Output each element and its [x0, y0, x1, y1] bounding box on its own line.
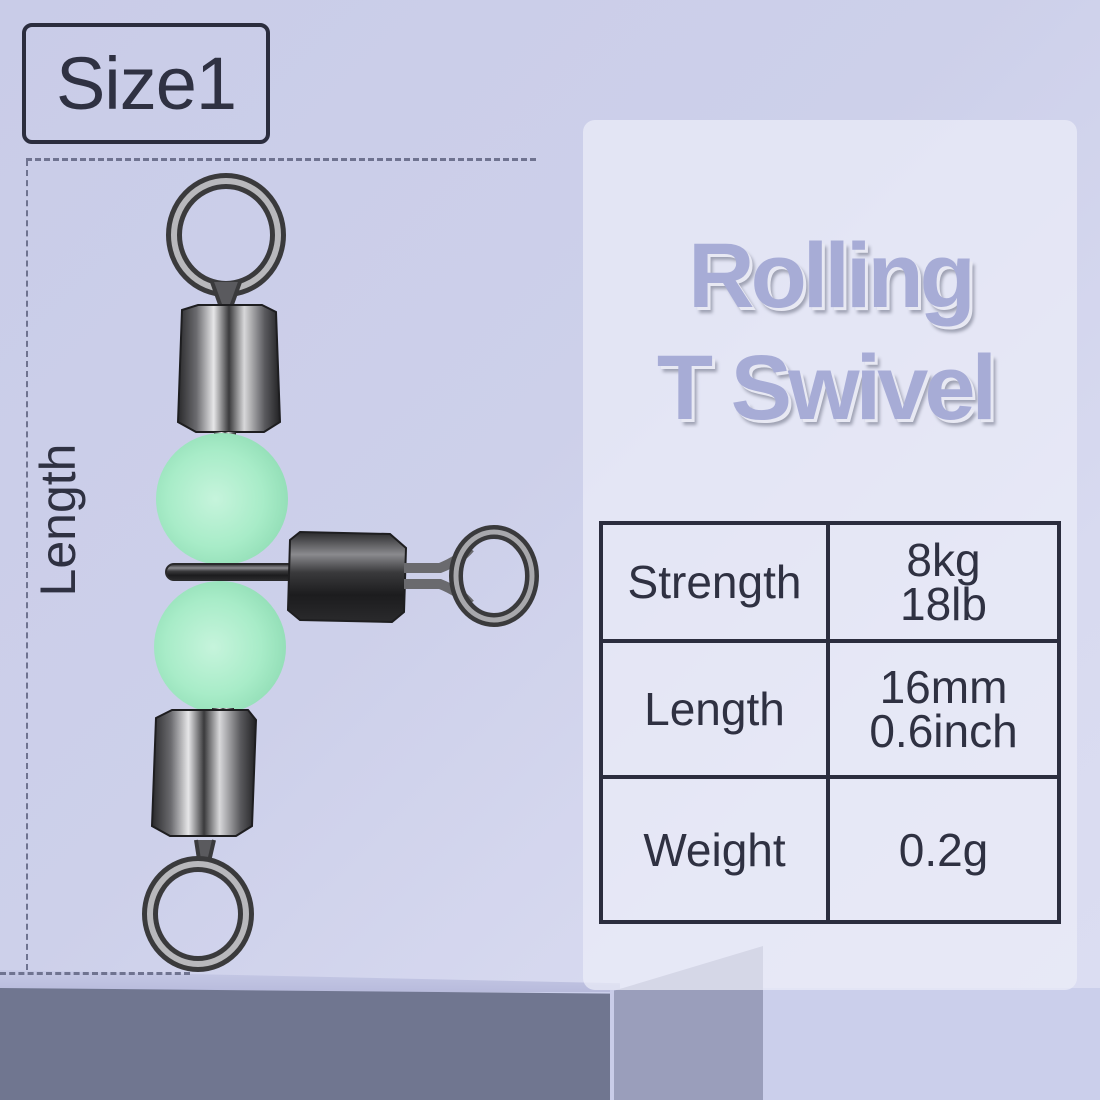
- product-title: Rolling T Swivel: [583, 220, 1077, 444]
- product-title-line1: Rolling: [688, 225, 976, 327]
- measurement-line-left: [26, 160, 28, 970]
- bottom-eye-ring: [142, 839, 254, 972]
- spec-value-weight: 0.2g: [826, 775, 1061, 924]
- spec-value-length: 16mm 0.6inch: [826, 639, 1061, 779]
- t-swivel-illustration: [142, 173, 539, 972]
- top-barrel: [176, 304, 282, 433]
- upper-glow-bead: [156, 433, 288, 565]
- spec-label-length: Length: [599, 639, 830, 779]
- size-badge: Size1: [22, 23, 270, 144]
- spec-value-strength: 8kg 18lb: [826, 521, 1061, 643]
- measurement-line-bottom: [0, 972, 190, 975]
- pedestal-corner-edge: [610, 990, 614, 1100]
- size-badge-label: Size1: [55, 42, 237, 125]
- pedestal-front-face: [0, 988, 612, 1100]
- top-eye-ring: [166, 173, 286, 312]
- spec-label-weight: Weight: [599, 775, 830, 924]
- product-title-line2: T Swivel: [656, 337, 997, 439]
- spec-label-strength: Strength: [599, 521, 830, 643]
- spec-table: Strength 8kg 18lb Length 16mm 0.6inch We…: [599, 521, 1061, 924]
- measurement-line-top: [26, 158, 536, 161]
- table-row: Strength 8kg 18lb: [599, 521, 1061, 643]
- lower-glow-bead: [154, 581, 286, 713]
- bottom-barrel: [150, 709, 258, 837]
- table-row: Length 16mm 0.6inch: [599, 639, 1061, 779]
- side-arm: [165, 525, 539, 627]
- table-row: Weight 0.2g: [599, 775, 1061, 924]
